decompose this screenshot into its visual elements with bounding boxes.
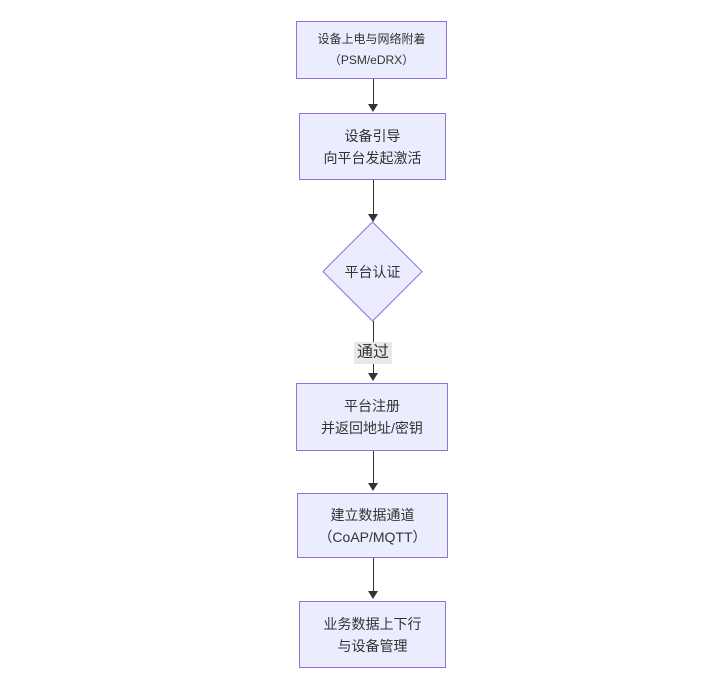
arrow-head-icon bbox=[368, 373, 378, 381]
node-data-channel: 建立数据通道 （CoAP/MQTT） bbox=[297, 493, 448, 558]
arrow-line bbox=[372, 180, 374, 214]
arrow-head-icon bbox=[368, 591, 378, 599]
arrow-head-icon bbox=[368, 483, 378, 491]
node-platform-auth-label: 平台认证 bbox=[344, 264, 401, 280]
node-bootstrap-line-1: 设备引导 bbox=[344, 127, 401, 144]
node-power-on-line-1: 设备上电与网络附着 bbox=[317, 32, 426, 46]
node-power-on: 设备上电与网络附着 （PSM/eDRX） bbox=[296, 21, 447, 79]
node-platform-register-line-1: 平台注册 bbox=[344, 398, 400, 414]
node-data-channel-line-1: 建立数据通道 bbox=[330, 506, 415, 523]
node-bootstrap-line-2: 向平台发起激活 bbox=[323, 149, 422, 166]
arrow-head-icon bbox=[368, 214, 378, 222]
arrow-bootstrap-to-auth bbox=[368, 180, 378, 222]
node-bootstrap: 设备引导 向平台发起激活 bbox=[299, 113, 446, 180]
arrow-head-icon bbox=[368, 104, 378, 112]
arrow-power-on-to-bootstrap bbox=[368, 79, 378, 112]
node-business-data-line-2: 与设备管理 bbox=[337, 637, 408, 654]
node-platform-register: 平台注册 并返回地址/密钥 bbox=[296, 383, 448, 451]
node-platform-auth: 平台认证 bbox=[322, 221, 423, 322]
node-data-channel-line-2: （CoAP/MQTT） bbox=[318, 528, 427, 545]
node-business-data-line-1: 业务数据上下行 bbox=[323, 615, 422, 632]
arrow-line bbox=[372, 451, 374, 483]
node-business-data: 业务数据上下行 与设备管理 bbox=[299, 601, 446, 668]
arrow-line bbox=[372, 558, 374, 591]
edge-label-pass: 通过 bbox=[353, 342, 393, 364]
arrow-line bbox=[372, 79, 374, 104]
node-power-on-line-2: （PSM/eDRX） bbox=[328, 53, 415, 67]
node-platform-register-line-2: 并返回地址/密钥 bbox=[321, 420, 423, 436]
arrow-channel-to-business bbox=[368, 558, 378, 599]
arrow-register-to-channel bbox=[368, 451, 378, 491]
